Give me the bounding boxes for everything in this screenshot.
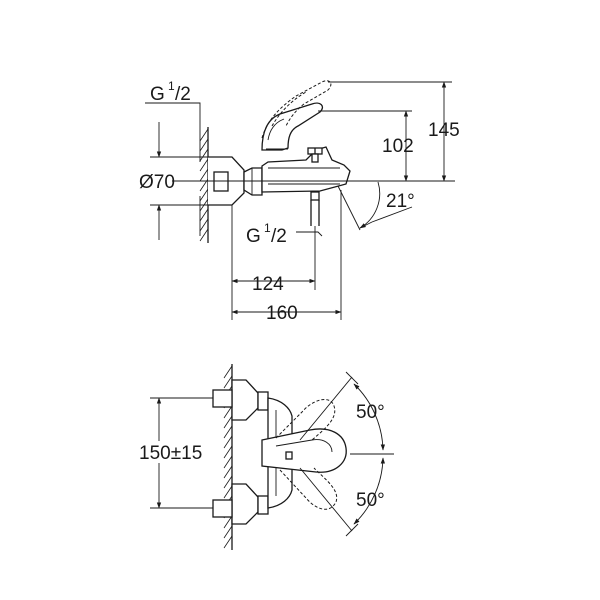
angle-up-label: 50°	[356, 402, 385, 423]
eccentric-fitting	[243, 167, 263, 196]
wall-hatching-top	[199, 127, 209, 243]
dim-124: 124	[231, 205, 316, 320]
lever-handle-raised-ghost	[261, 80, 332, 139]
thread-bottom-main: G	[246, 226, 261, 247]
dim-150-label: 150±15	[139, 443, 202, 464]
lower-nut	[212, 499, 233, 518]
dim-102: 102	[318, 110, 414, 182]
dim-diameter-70: Ø70	[139, 102, 232, 240]
side-view: Ø70 G 1 /2 102 145 21° G 1	[139, 79, 460, 324]
connection-nut	[213, 171, 229, 192]
thread-top-sup: 1	[168, 79, 175, 93]
diverter-knob	[307, 147, 323, 163]
thread-top-rest: /2	[175, 84, 191, 105]
dim-160: 160	[231, 190, 342, 324]
dim-angle-21: 21°	[359, 181, 415, 229]
dim-124-label: 124	[252, 274, 284, 295]
thread-bottom-rest: /2	[271, 226, 287, 247]
angle-down-label: 50°	[356, 490, 385, 511]
lower-flange	[231, 483, 259, 525]
thread-label-top: G 1 /2	[150, 79, 191, 105]
thread-bottom-sup: 1	[264, 221, 271, 235]
upper-flange	[231, 379, 259, 421]
angle-arc-up	[353, 383, 386, 451]
dim-145: 145	[328, 81, 460, 182]
dim-145-label: 145	[428, 120, 460, 141]
front-view: 50° 50° 150±15	[138, 364, 394, 550]
shower-outlet	[310, 191, 320, 226]
thread-label-bottom: G 1 /2	[246, 221, 323, 247]
diameter-label: Ø70	[139, 172, 175, 193]
lever-ghost-up	[275, 398, 336, 441]
mixer-body	[261, 146, 351, 193]
dim-150: 150±15	[138, 397, 213, 509]
dim-160-label: 160	[266, 303, 298, 324]
lever-ghost-down	[279, 467, 338, 510]
lever-handle	[261, 102, 324, 151]
lever-front	[261, 428, 347, 473]
thread-top-main: G	[150, 84, 165, 105]
angle-arc-down	[353, 457, 386, 525]
upper-nut	[212, 389, 233, 408]
angle-21-label: 21°	[386, 191, 415, 212]
dim-102-label: 102	[382, 136, 414, 157]
